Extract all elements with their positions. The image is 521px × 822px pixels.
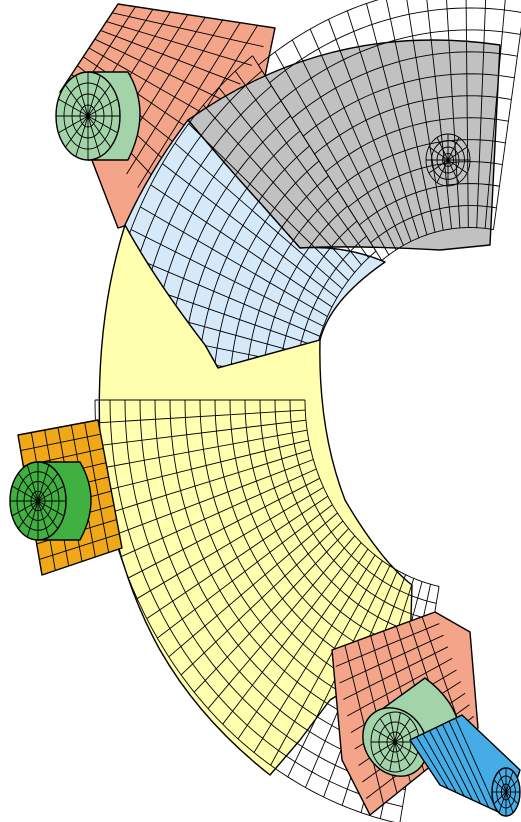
shaft-bottom [409, 714, 521, 817]
curved-arc-upper [99, 55, 386, 401]
curved-arc-top [187, 0, 521, 261]
bolt-head-left [9, 461, 92, 541]
bolt-head-top [55, 71, 141, 161]
